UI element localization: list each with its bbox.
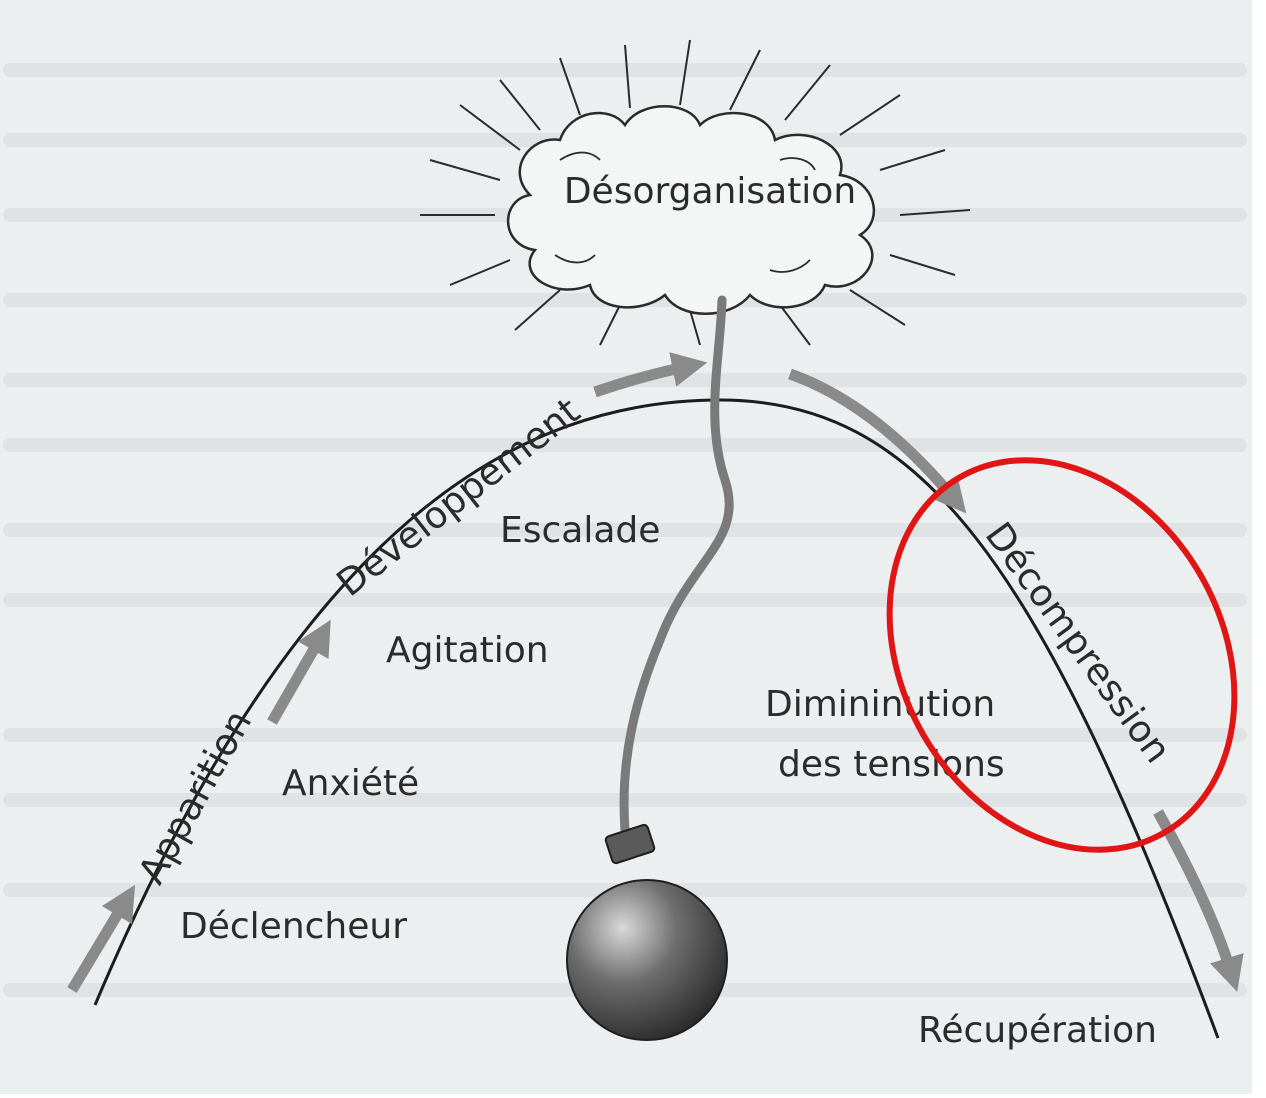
stage-label-des-tensions: des tensions: [778, 744, 1005, 785]
stage-label-recuperation: Récupération: [918, 1010, 1157, 1051]
page-edge: [1252, 0, 1266, 1094]
stage-label-agitation: Agitation: [386, 630, 549, 671]
stage-label-escalade: Escalade: [500, 510, 660, 551]
stage-label-diminution: Dimininution: [765, 684, 995, 725]
peak-label: Désorganisation: [564, 171, 856, 212]
stage-label-declencheur: Déclencheur: [180, 906, 407, 947]
stage-label-anxiete: Anxiété: [282, 763, 419, 804]
